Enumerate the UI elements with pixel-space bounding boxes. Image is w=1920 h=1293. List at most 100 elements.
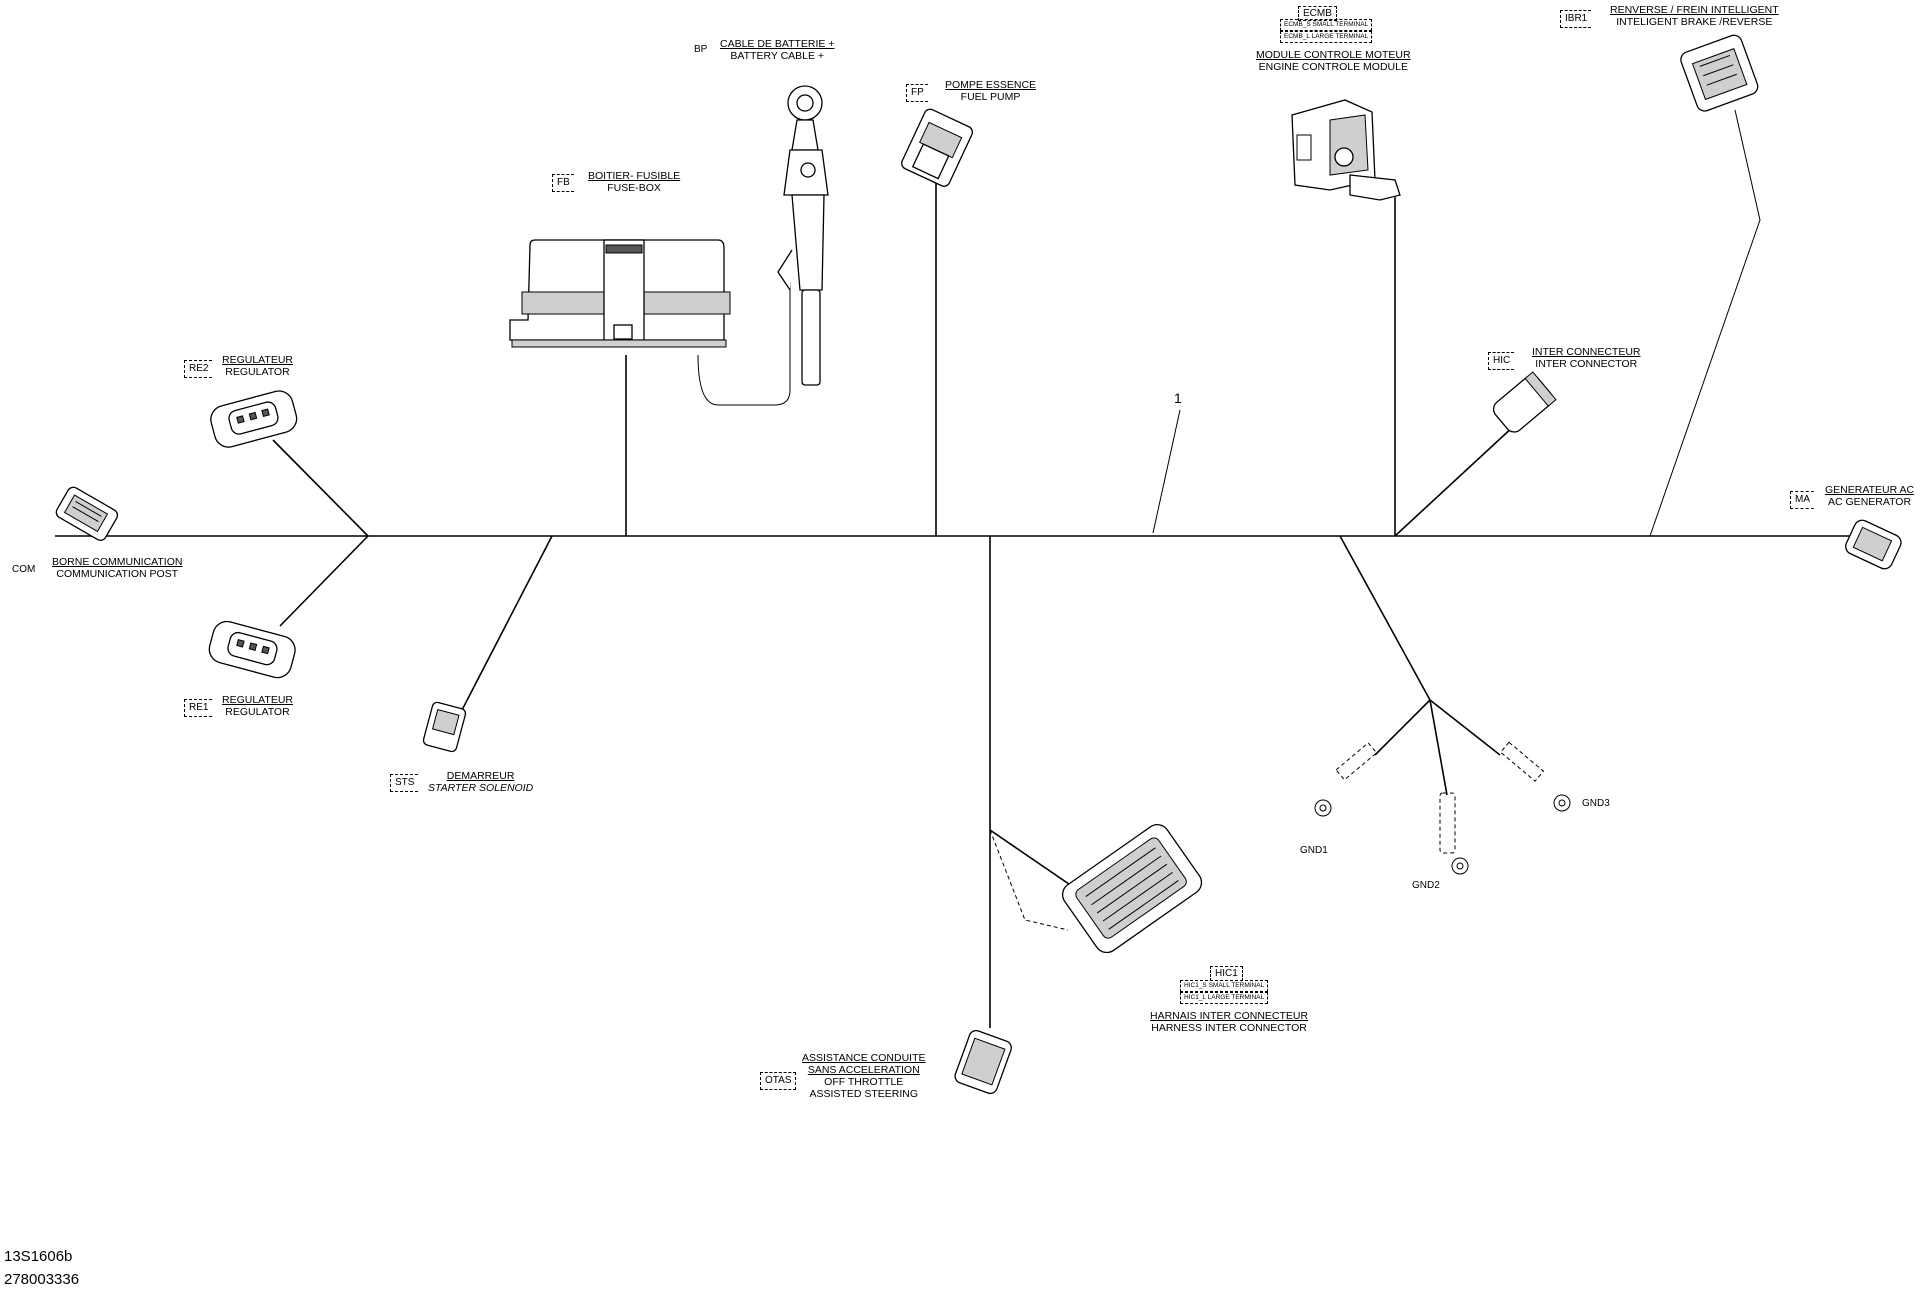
ecm-sub1-text: SMALL TERMINAL: [1312, 21, 1369, 28]
bp-label: CABLE DE BATTERIE + BATTERY CABLE +: [720, 38, 834, 62]
otas-code: OTAS: [760, 1072, 797, 1090]
hic1-sub1-text: SMALL TERMINAL: [1208, 982, 1265, 989]
ma-label: GENERATEUR AC AC GENERATOR: [1825, 484, 1914, 508]
fp-label: POMPE ESSENCE FUEL PUMP: [945, 79, 1036, 103]
hic-code: HIC: [1488, 352, 1515, 370]
fp-code: FP: [906, 84, 928, 102]
starter-solenoid-connector-drawing: [422, 701, 467, 753]
ecm-sub2: ECMB_L LARGE TERMINAL: [1280, 31, 1373, 43]
callout-item-number: 1: [1174, 390, 1182, 406]
harness-inter-connector-drawing: [1061, 824, 1203, 954]
com-code: COM: [12, 564, 36, 575]
ecm-connector-drawing: [1291, 99, 1401, 201]
wire-re2: [272, 439, 369, 537]
sts-label-fr: DEMARREUR: [446, 770, 515, 782]
hic1-code: HIC1: [1210, 966, 1243, 981]
gnd3-label: GND3: [1582, 798, 1610, 809]
ibr-code: IBR1: [1560, 10, 1592, 28]
ecm-sub1: ECMB_S SMALL TERMINAL: [1280, 19, 1373, 31]
re2-label-en: REGULATOR: [225, 366, 290, 378]
com-label: BORNE COMMUNICATION COMMUNICATION POST: [52, 556, 182, 580]
re2-code: RE2: [184, 360, 213, 378]
ibr-connector-drawing: [1680, 34, 1759, 112]
callout-1-leader: [1152, 409, 1181, 534]
ecm-sub2-code: ECMB_L: [1284, 33, 1310, 40]
part-number: 278003336: [4, 1271, 80, 1288]
otas-label-en2: ASSISTED STEERING: [809, 1088, 919, 1100]
hic1-label-fr: HARNAIS INTER CONNECTEUR: [1150, 1010, 1309, 1022]
re1-label-en: REGULATOR: [225, 706, 290, 718]
re1-code: RE1: [184, 699, 213, 717]
fuse-box-drawing: [509, 239, 731, 348]
wire-gnd3: [1429, 699, 1501, 756]
battery-cable-terminal-drawing: [777, 85, 829, 386]
ground-lug-gnd2: [1439, 792, 1469, 875]
bp-label-en: BATTERY CABLE +: [730, 50, 825, 62]
ibr-label-en: INTELIGENT BRAKE /REVERSE: [1616, 16, 1773, 28]
ecm-sub1-code: ECMB_S: [1284, 21, 1311, 28]
re1-label-fr: REGULATEUR: [222, 694, 293, 706]
ecm-label-en: ENGINE CONTROLE MODULE: [1258, 61, 1408, 73]
wire-gnd2: [1429, 699, 1448, 796]
otas-label-fr1: ASSISTANCE CONDUITE: [802, 1052, 926, 1064]
ground-lug-gnd1: [1314, 742, 1378, 817]
fp-label-en: FUEL PUMP: [960, 91, 1021, 103]
com-label-en: COMMUNICATION POST: [56, 568, 179, 580]
gnd1-label: GND1: [1300, 845, 1328, 856]
wire-re1: [279, 535, 369, 627]
hic1-sub2-text: LARGE TERMINAL: [1207, 994, 1265, 1001]
sts-code: STS: [390, 774, 419, 792]
re2-label: REGULATEUR REGULATOR: [222, 354, 293, 378]
ecm-sub2-text: LARGE TERMINAL: [1311, 33, 1369, 40]
wire-gnd1: [1374, 699, 1431, 756]
ac-generator-connector-drawing: [1845, 519, 1902, 570]
ground-lug-gnd3: [1499, 741, 1571, 812]
hic1-label: HARNAIS INTER CONNECTEUR HARNESS INTER C…: [1150, 1010, 1308, 1034]
otas-connector-drawing: [954, 1029, 1012, 1095]
wire-ibr: [1649, 109, 1761, 537]
wire-sts: [461, 535, 553, 711]
hic-label: INTER CONNECTEUR INTER CONNECTOR: [1532, 346, 1641, 370]
fp-label-fr: POMPE ESSENCE: [945, 79, 1037, 91]
hic1-sub1-code: HIC1_S: [1184, 982, 1207, 989]
bp-code: BP: [694, 44, 708, 55]
gnd2-label: GND2: [1412, 880, 1440, 891]
ma-label-en: AC GENERATOR: [1828, 496, 1912, 508]
hic1-sub2-code: HIC1_L: [1184, 994, 1206, 1001]
hic-connector-drawing: [1492, 371, 1557, 433]
re2-connector-drawing: [210, 390, 298, 448]
ecm-code: ECMB: [1298, 6, 1337, 21]
com-label-fr: BORNE COMMUNICATION: [52, 556, 183, 568]
sts-label-en: STARTER SOLENOID: [428, 782, 534, 794]
ibr-label: RENVERSE / FREIN INTELLIGENT INTELIGENT …: [1610, 4, 1779, 28]
ma-code: MA: [1790, 491, 1814, 509]
figure-reference: 13S1606b: [4, 1248, 73, 1265]
fb-label-en: FUSE-BOX: [607, 182, 661, 194]
ecm-label-fr: MODULE CONTROLE MOTEUR: [1256, 49, 1411, 61]
wire-gnd-trunk: [1339, 535, 1431, 701]
wire-hic1-dashed: [989, 829, 1069, 931]
hic-label-fr: INTER CONNECTEUR: [1532, 346, 1641, 358]
re2-label-fr: REGULATEUR: [222, 354, 293, 366]
re1-connector-drawing: [208, 620, 296, 679]
ibr-label-fr: RENVERSE / FREIN INTELLIGENT: [1610, 4, 1779, 16]
otas-label-fr2: SANS ACCELERATION: [807, 1064, 920, 1076]
communication-post-drawing: [55, 486, 119, 541]
hic1-label-en: HARNESS INTER CONNECTOR: [1151, 1022, 1307, 1034]
hic1-sub2: HIC1_L LARGE TERMINAL: [1180, 992, 1269, 1004]
ma-label-fr: GENERATEUR AC: [1825, 484, 1915, 496]
ecm-label: MODULE CONTROLE MOTEUR ENGINE CONTROLE M…: [1256, 49, 1411, 73]
sts-label: DEMARREUR STARTER SOLENOID: [428, 770, 533, 794]
hic1-sub1: HIC1_S SMALL TERMINAL: [1180, 980, 1269, 992]
fuel-pump-connector-drawing: [901, 108, 974, 187]
fb-label-fr: BOITIER- FUSIBLE: [588, 170, 681, 182]
otas-label: ASSISTANCE CONDUITE SANS ACCELERATION OF…: [802, 1052, 926, 1100]
hic-label-en: INTER CONNECTOR: [1535, 358, 1638, 370]
battery-cable-line: [697, 280, 791, 406]
otas-label-en1: OFF THROTTLE: [824, 1076, 904, 1088]
bp-label-fr: CABLE DE BATTERIE +: [720, 38, 835, 50]
fb-code: FB: [552, 174, 574, 192]
wire-hic: [1394, 424, 1516, 537]
re1-label: REGULATEUR REGULATOR: [222, 694, 293, 718]
